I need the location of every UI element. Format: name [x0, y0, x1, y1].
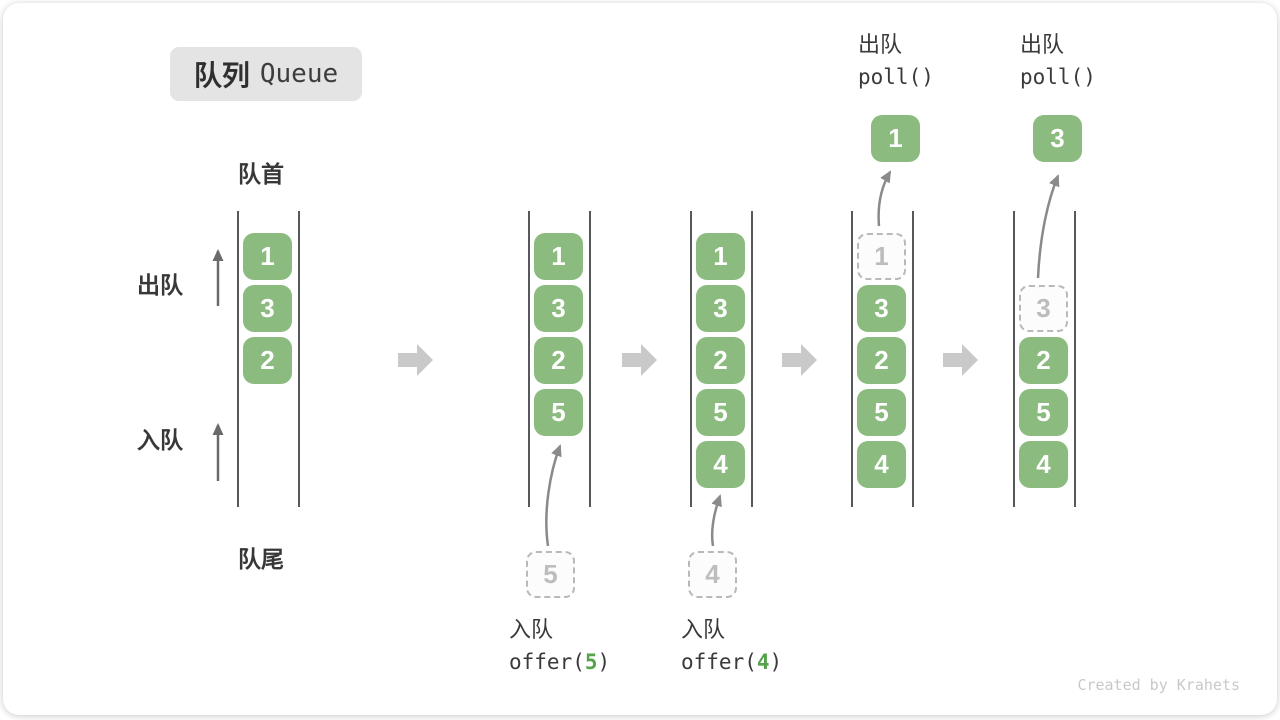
queue-cell: 3: [243, 285, 292, 332]
queue-cell: 3: [696, 285, 745, 332]
queue-cell: 1: [534, 233, 583, 280]
queue-wall-right: [912, 211, 914, 507]
dequeue-op-poll-1: 出队 poll(): [858, 30, 934, 94]
queue-wall-right: [589, 211, 591, 507]
queue-cell: 4: [857, 441, 906, 488]
queue-wall-left: [690, 211, 692, 507]
dequeue-op-code: poll(): [1020, 65, 1096, 89]
dequeued-element: 3: [1033, 115, 1082, 162]
enqueue-op-offer4: 入队 offer(4): [681, 615, 782, 679]
queue-cell: 2: [696, 337, 745, 384]
queue-cell: 1: [696, 233, 745, 280]
watermark-credit: Created by Krahets: [1077, 676, 1240, 694]
dequeue-op-label: 出队: [858, 32, 903, 57]
queue-cell: 4: [1019, 441, 1068, 488]
queue-cell: 5: [857, 389, 906, 436]
queue-cell: 3: [534, 285, 583, 332]
enqueue-op-label: 入队: [681, 617, 726, 642]
queue-wall-right: [298, 211, 300, 507]
incoming-element-ghost: 4: [688, 551, 737, 598]
label-enqueue: 入队: [137, 427, 183, 453]
queue-wall-left: [237, 211, 239, 507]
queue-wall-left: [1013, 211, 1015, 507]
title-badge: 队列 Queue: [170, 47, 362, 101]
title-en: Queue: [259, 59, 339, 89]
dequeue-op-poll-2: 出队 poll(): [1020, 30, 1096, 94]
enqueue-op-label: 入队: [509, 617, 554, 642]
label-queue-rear: 队尾: [238, 546, 284, 572]
enqueue-op-offer5: 入队 offer(5): [509, 615, 610, 679]
queue-cell: 5: [534, 389, 583, 436]
enqueue-op-code: offer(4): [681, 650, 783, 674]
queue-wall-right: [1074, 211, 1076, 507]
label-dequeue: 出队: [137, 272, 183, 298]
queue-cell: 5: [1019, 389, 1068, 436]
queue-cell: 4: [696, 441, 745, 488]
queue-wall-left: [851, 211, 853, 507]
dequeued-element: 1: [871, 115, 920, 162]
queue-cell: 2: [534, 337, 583, 384]
queue-wall-left: [528, 211, 530, 507]
queue-cell: 2: [857, 337, 906, 384]
queue-cell-ghost: 1: [857, 233, 906, 280]
queue-wall-right: [751, 211, 753, 507]
incoming-element-ghost: 5: [526, 551, 575, 598]
queue-cell: 2: [243, 337, 292, 384]
queue-cell-ghost: 3: [1019, 285, 1068, 332]
queue-cell: 5: [696, 389, 745, 436]
queue-cell: 1: [243, 233, 292, 280]
queue-cell: 2: [1019, 337, 1068, 384]
offer-arg: 5: [584, 650, 598, 674]
offer-arg: 4: [756, 650, 770, 674]
queue-cell: 3: [857, 285, 906, 332]
title-zh: 队列: [193, 60, 250, 91]
dequeue-op-label: 出队: [1020, 32, 1065, 57]
label-queue-front: 队首: [238, 161, 284, 187]
dequeue-op-code: poll(): [858, 65, 934, 89]
enqueue-op-code: offer(5): [509, 650, 611, 674]
